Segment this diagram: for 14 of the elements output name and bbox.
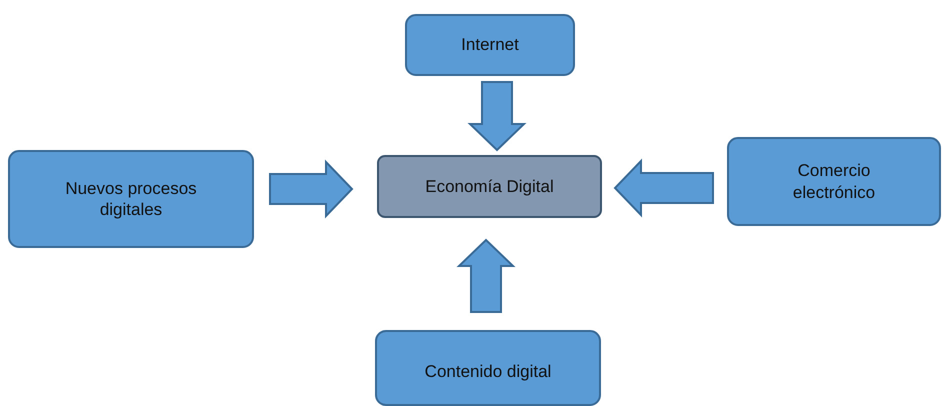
process-box (8, 150, 254, 248)
process-box (727, 137, 941, 226)
block-arrow (456, 238, 516, 313)
node-label: Comercio electrónico (792, 160, 876, 203)
process-box (377, 155, 602, 218)
block-arrow (468, 81, 526, 152)
process-box (375, 330, 601, 406)
node-label: Nuevos procesos digitales (64, 178, 198, 220)
process-box (405, 14, 575, 76)
node-label: Economía Digital (424, 176, 555, 198)
node-label: Contenido digital (424, 361, 552, 383)
block-arrow (269, 160, 354, 218)
node-label: Internet (460, 34, 520, 56)
block-arrow (614, 158, 714, 218)
